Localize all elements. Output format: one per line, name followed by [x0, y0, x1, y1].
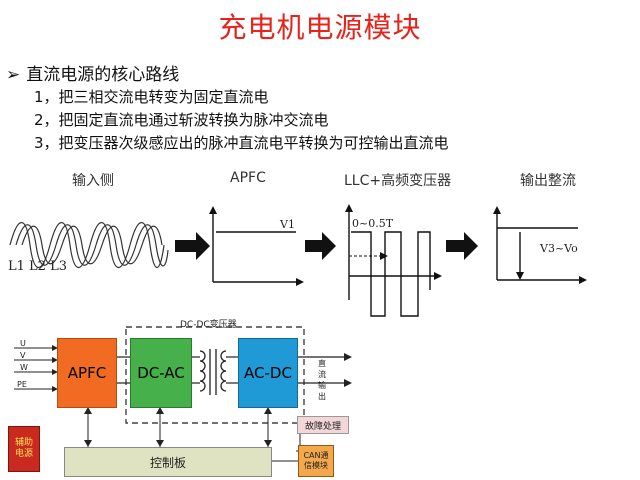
transformer-coil-icon — [199, 349, 227, 395]
rectifier-x-arrow-icon — [579, 276, 587, 284]
flow-arrow-2-icon — [305, 232, 336, 260]
step-2: 2，把固定直流电通过斩波转换为脉冲交流电 — [34, 111, 329, 129]
rectifier-stage-label: 输出整流 — [520, 173, 576, 189]
rectifier-level-label: V3~Vo — [539, 242, 578, 255]
fault-handling-block: 故障处理 — [297, 416, 349, 434]
input-side-label: 输入侧 — [72, 173, 114, 189]
page-title: 充电机电源模块 — [218, 11, 422, 44]
llc-square-wave — [348, 210, 438, 317]
apfc-stage-label: APFC — [230, 170, 266, 186]
flow-arrow-1-icon — [175, 232, 210, 260]
input-w-label: W — [20, 363, 28, 372]
llc-marker-arrow-icon — [380, 252, 388, 260]
input-wires — [14, 347, 56, 390]
llc-period-label: 0~0.5T — [352, 217, 394, 230]
llc-x-arrow-icon — [434, 272, 442, 280]
apfc-x-arrow-icon — [296, 278, 304, 286]
dc-output-label: 直流输出 — [318, 359, 326, 401]
three-phase-coil-waveform — [9, 222, 169, 268]
llc-y-arrow-icon — [345, 204, 353, 212]
step-3: 3，把变压器次级感应出的脉冲直流电平转换为可控输出直流电 — [34, 134, 449, 152]
aux-power-block: 辅助电源 — [8, 426, 40, 472]
control-board-label: 控制板 — [149, 455, 186, 470]
apfc-block-label: APFC — [67, 364, 107, 382]
control-board-block: 控制板 — [64, 447, 272, 477]
input-pe-label: PE — [17, 380, 27, 389]
dc-ac-block-label: DC-AC — [137, 364, 185, 382]
llc-stage-label: LLC+高频变压器 — [344, 173, 452, 189]
flow-arrow-3-icon — [446, 232, 478, 260]
aux-power-label: 辅助电源 — [14, 438, 33, 459]
waveform-stages: L1 L2 L3 V1 0~0.5T V3~Vo — [8, 204, 587, 317]
apfc-level-label: V1 — [279, 218, 295, 231]
dcdc-group-outline — [125, 326, 305, 424]
input-v-label: V — [20, 351, 26, 360]
apfc-block: APFC — [57, 338, 117, 408]
can-module-block: CAN通信模块 — [298, 445, 334, 477]
dc-ac-block: DC-AC — [130, 338, 192, 408]
can-module-label: CAN通信模块 — [303, 451, 329, 470]
input-phases-label: L1 L2 L3 — [8, 259, 67, 274]
ac-dc-block: AC-DC — [238, 338, 298, 408]
block-diagram-wiring — [14, 326, 352, 462]
apfc-y-arrow-icon — [209, 206, 217, 214]
rectifier-down-arrow-icon — [516, 272, 524, 280]
rectifier-axes — [496, 212, 583, 281]
input-u-label: U — [20, 339, 26, 348]
apfc-axes — [212, 212, 300, 283]
step-1: 1，把三相交流电转变为固定直流电 — [34, 88, 269, 106]
ac-dc-block-label: AC-DC — [244, 364, 292, 382]
bullet-arrow-icon: ➢ — [6, 65, 21, 85]
dcdc-group-label: DC-DC变压器 — [180, 320, 237, 330]
rectifier-y-arrow-icon — [493, 206, 501, 214]
core-path-heading-text: 直流电源的核心路线 — [26, 65, 180, 85]
core-path-heading: ➢直流电源的核心路线 — [6, 60, 179, 85]
fault-handling-label: 故障处理 — [304, 421, 341, 432]
